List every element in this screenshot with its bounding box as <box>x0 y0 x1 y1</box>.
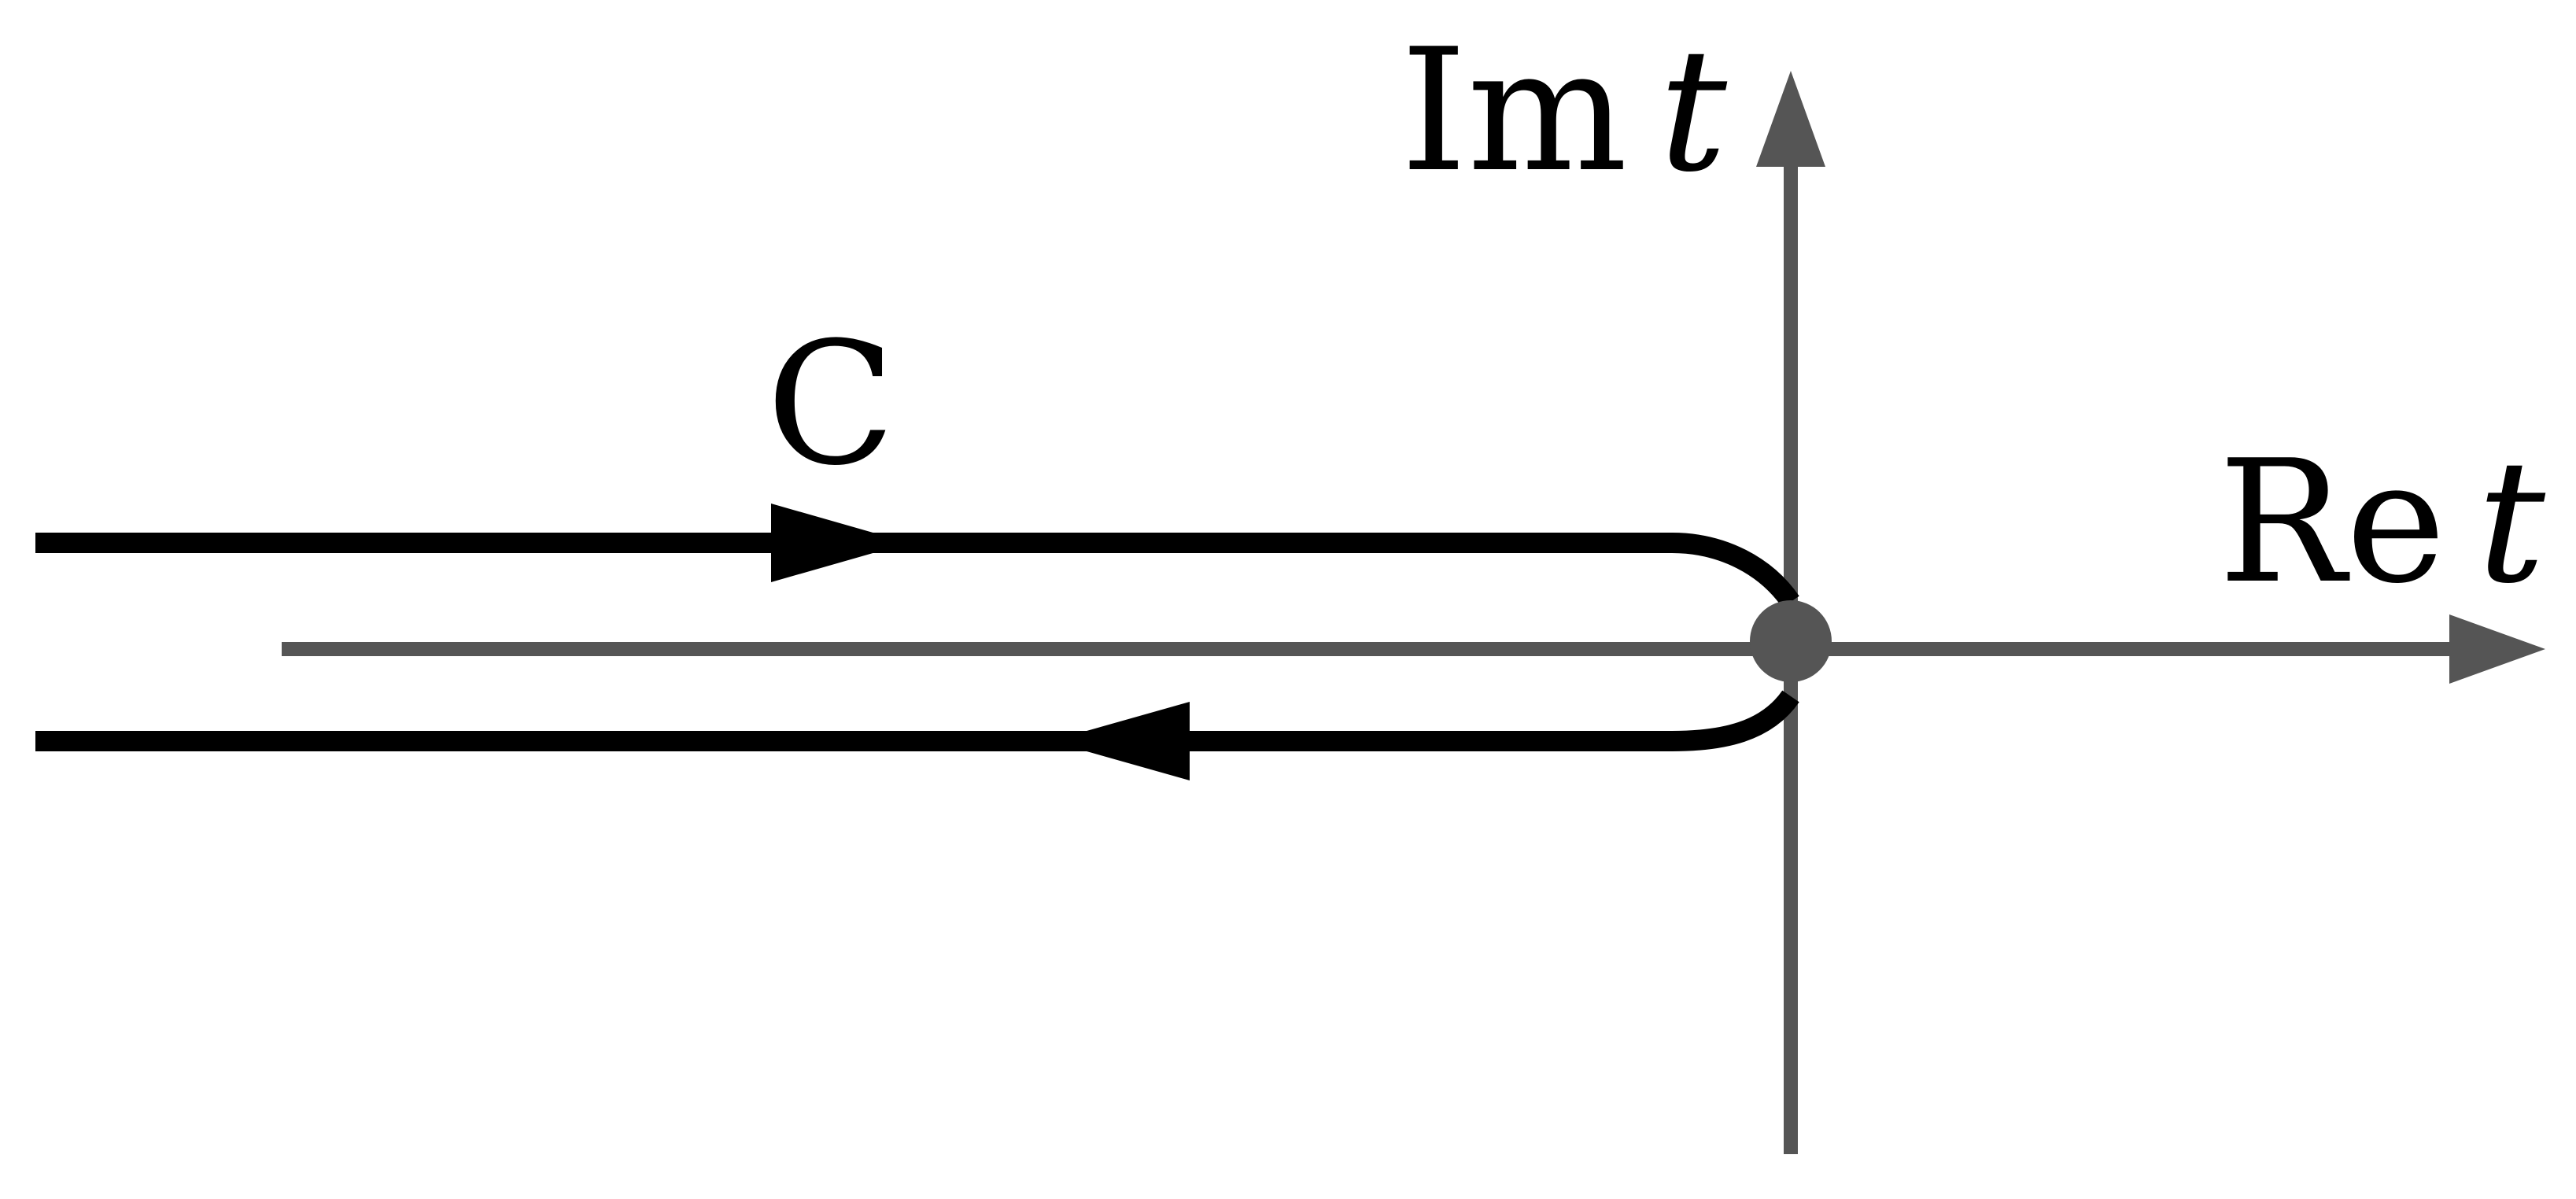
real-axis-label-text: Re <box>2218 423 2445 621</box>
real-axis-arrowhead <box>2449 614 2545 684</box>
contour-arrow-left <box>1050 702 1190 780</box>
imaginary-axis-arrowhead <box>1756 71 1825 167</box>
imaginary-axis-label-text: Im <box>1401 12 1628 209</box>
branch-point <box>1750 600 1832 682</box>
contour-arrow-right <box>771 504 909 582</box>
real-axis-variable: t <box>2478 423 2546 621</box>
contour-label: C <box>766 305 896 503</box>
imaginary-axis-variable: t <box>1659 12 1728 209</box>
contour-path <box>35 533 1799 751</box>
